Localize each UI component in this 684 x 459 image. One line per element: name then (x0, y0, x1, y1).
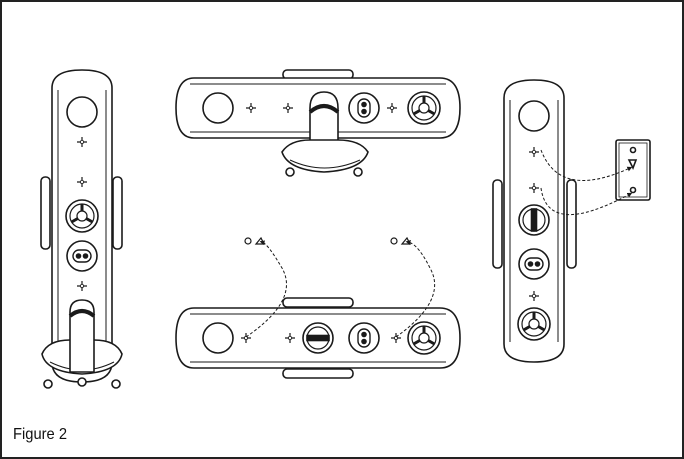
screw-arrows (245, 240, 435, 338)
speaker-vertical-stand (40, 69, 123, 389)
speaker-vertical-wall (492, 79, 577, 363)
speaker-horizontal-stand (175, 69, 461, 177)
figure-caption: Figure 2 (13, 426, 68, 443)
wall-bracket (615, 139, 651, 201)
speaker-horizontal-wall (175, 297, 461, 379)
bracket-arrows (540, 149, 633, 215)
